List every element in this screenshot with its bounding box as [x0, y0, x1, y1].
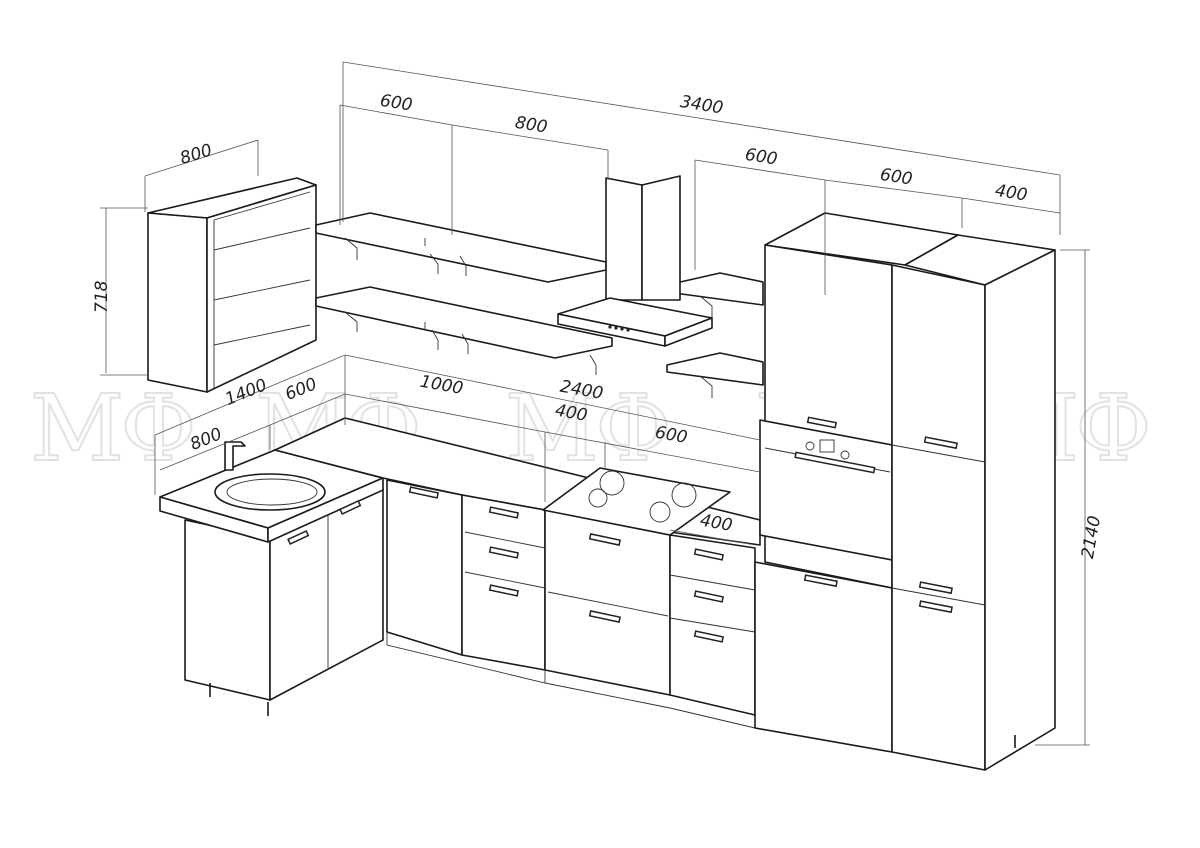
gas-hob: [542, 467, 731, 536]
dim-shelf-3: 600: [744, 145, 779, 170]
dim-tall-2: 400: [994, 181, 1029, 206]
dim-overall-top: 3400: [679, 92, 725, 119]
sink-base-cabinet: [159, 441, 384, 716]
tall-cabinets: [754, 212, 1056, 771]
dimension-labels: 800 718 600 800 3400 600 600 400 2140 14…: [92, 91, 1105, 561]
dim-shelf-1: 600: [379, 91, 414, 116]
faucet: [224, 441, 246, 471]
dim-shelf-2: 800: [514, 113, 549, 138]
dim-wall-cabinet-width: 800: [178, 140, 215, 169]
dimension-lines: [100, 61, 1090, 746]
wall-shelves: [315, 212, 764, 398]
base-cabinets: [386, 467, 756, 729]
sink-bowl: [214, 473, 326, 511]
dim-base-1000: 1000: [419, 372, 465, 399]
watermark-1: МФ: [30, 375, 193, 482]
dim-tall-1: 600: [879, 165, 914, 190]
wall-open-cabinet: [147, 177, 317, 393]
dim-wall-cabinet-height: 718: [92, 280, 112, 313]
oven: [759, 419, 893, 561]
dim-sink-800: 800: [187, 424, 225, 455]
range-hood: [557, 175, 713, 347]
dim-overall-height: 2140: [1078, 514, 1105, 560]
